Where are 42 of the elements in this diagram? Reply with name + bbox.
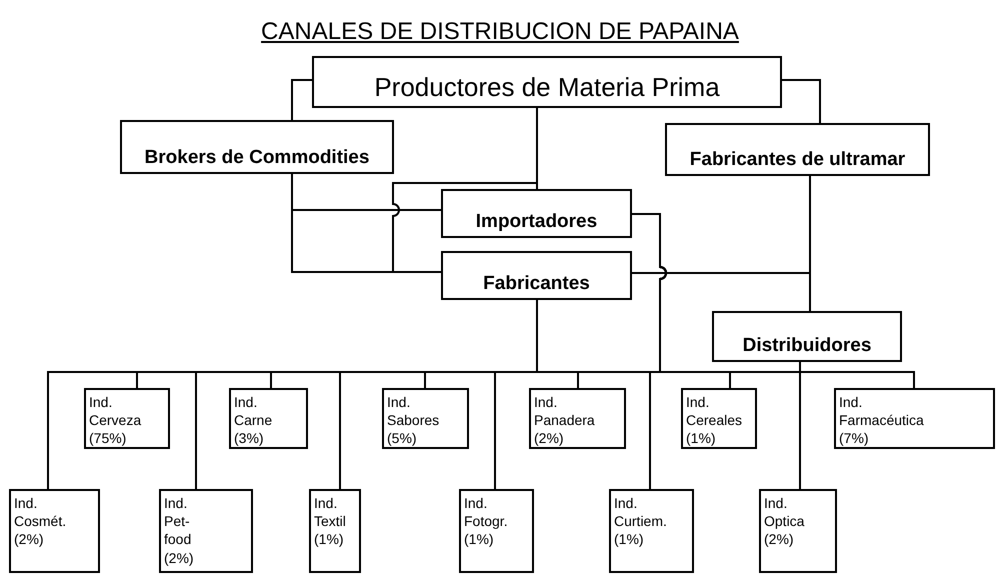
industry-box xyxy=(309,489,361,573)
industry-box xyxy=(159,489,253,573)
connector-line xyxy=(291,174,441,273)
industry-label: Ind. Cereales (1%) xyxy=(686,393,742,448)
industry-label: Ind. Cerveza (75%) xyxy=(89,393,142,448)
channel-box xyxy=(441,251,632,300)
channel-box xyxy=(120,120,394,174)
industry-label: Ind. Optica (2%) xyxy=(764,494,804,549)
connector-line xyxy=(392,108,538,273)
channel-label: Distribuidores xyxy=(742,335,872,357)
channel-box xyxy=(312,56,782,108)
industry-box xyxy=(759,489,837,573)
industry-label: Ind. Panadera (2%) xyxy=(534,393,595,448)
diagram-title: CANALES DE DISTRIBUCION DE PAPAINA xyxy=(260,18,740,46)
connector-line xyxy=(799,362,801,489)
industry-box xyxy=(681,388,757,449)
industry-label: Ind. Pet-food (2%) xyxy=(164,494,194,567)
industry-box xyxy=(459,489,534,573)
industry-label: Ind. Farmacéutica (7%) xyxy=(839,393,924,448)
industry-box xyxy=(382,388,469,449)
industry-box xyxy=(9,489,100,573)
channel-box xyxy=(441,189,632,238)
industry-box xyxy=(609,489,694,573)
industry-label: Ind. Fotogr. (1%) xyxy=(464,494,508,549)
industry-label: Ind. Textil (1%) xyxy=(314,494,346,549)
channel-box xyxy=(665,123,930,176)
channel-label: Importadores xyxy=(474,211,598,233)
channel-label: Productores de Materia Prima xyxy=(373,72,721,103)
connector-line xyxy=(291,79,312,120)
industry-label: Ind. Sabores (5%) xyxy=(387,393,440,448)
channel-label: Fabricantes de ultramar xyxy=(688,149,906,171)
channel-label: Fabricantes xyxy=(482,273,591,295)
industry-label: Ind. Cosmét. (2%) xyxy=(14,494,66,549)
industry-label: Ind. Carne (3%) xyxy=(234,393,272,448)
channel-box xyxy=(712,311,902,362)
industry-box xyxy=(229,388,308,449)
industry-label: Ind. Curtiem. (1%) xyxy=(614,494,667,549)
industry-box xyxy=(84,388,170,449)
industry-box xyxy=(834,388,995,449)
connector-line xyxy=(782,79,821,123)
channel-label: Brokers de Commodities xyxy=(144,147,370,169)
industry-box xyxy=(529,388,626,449)
